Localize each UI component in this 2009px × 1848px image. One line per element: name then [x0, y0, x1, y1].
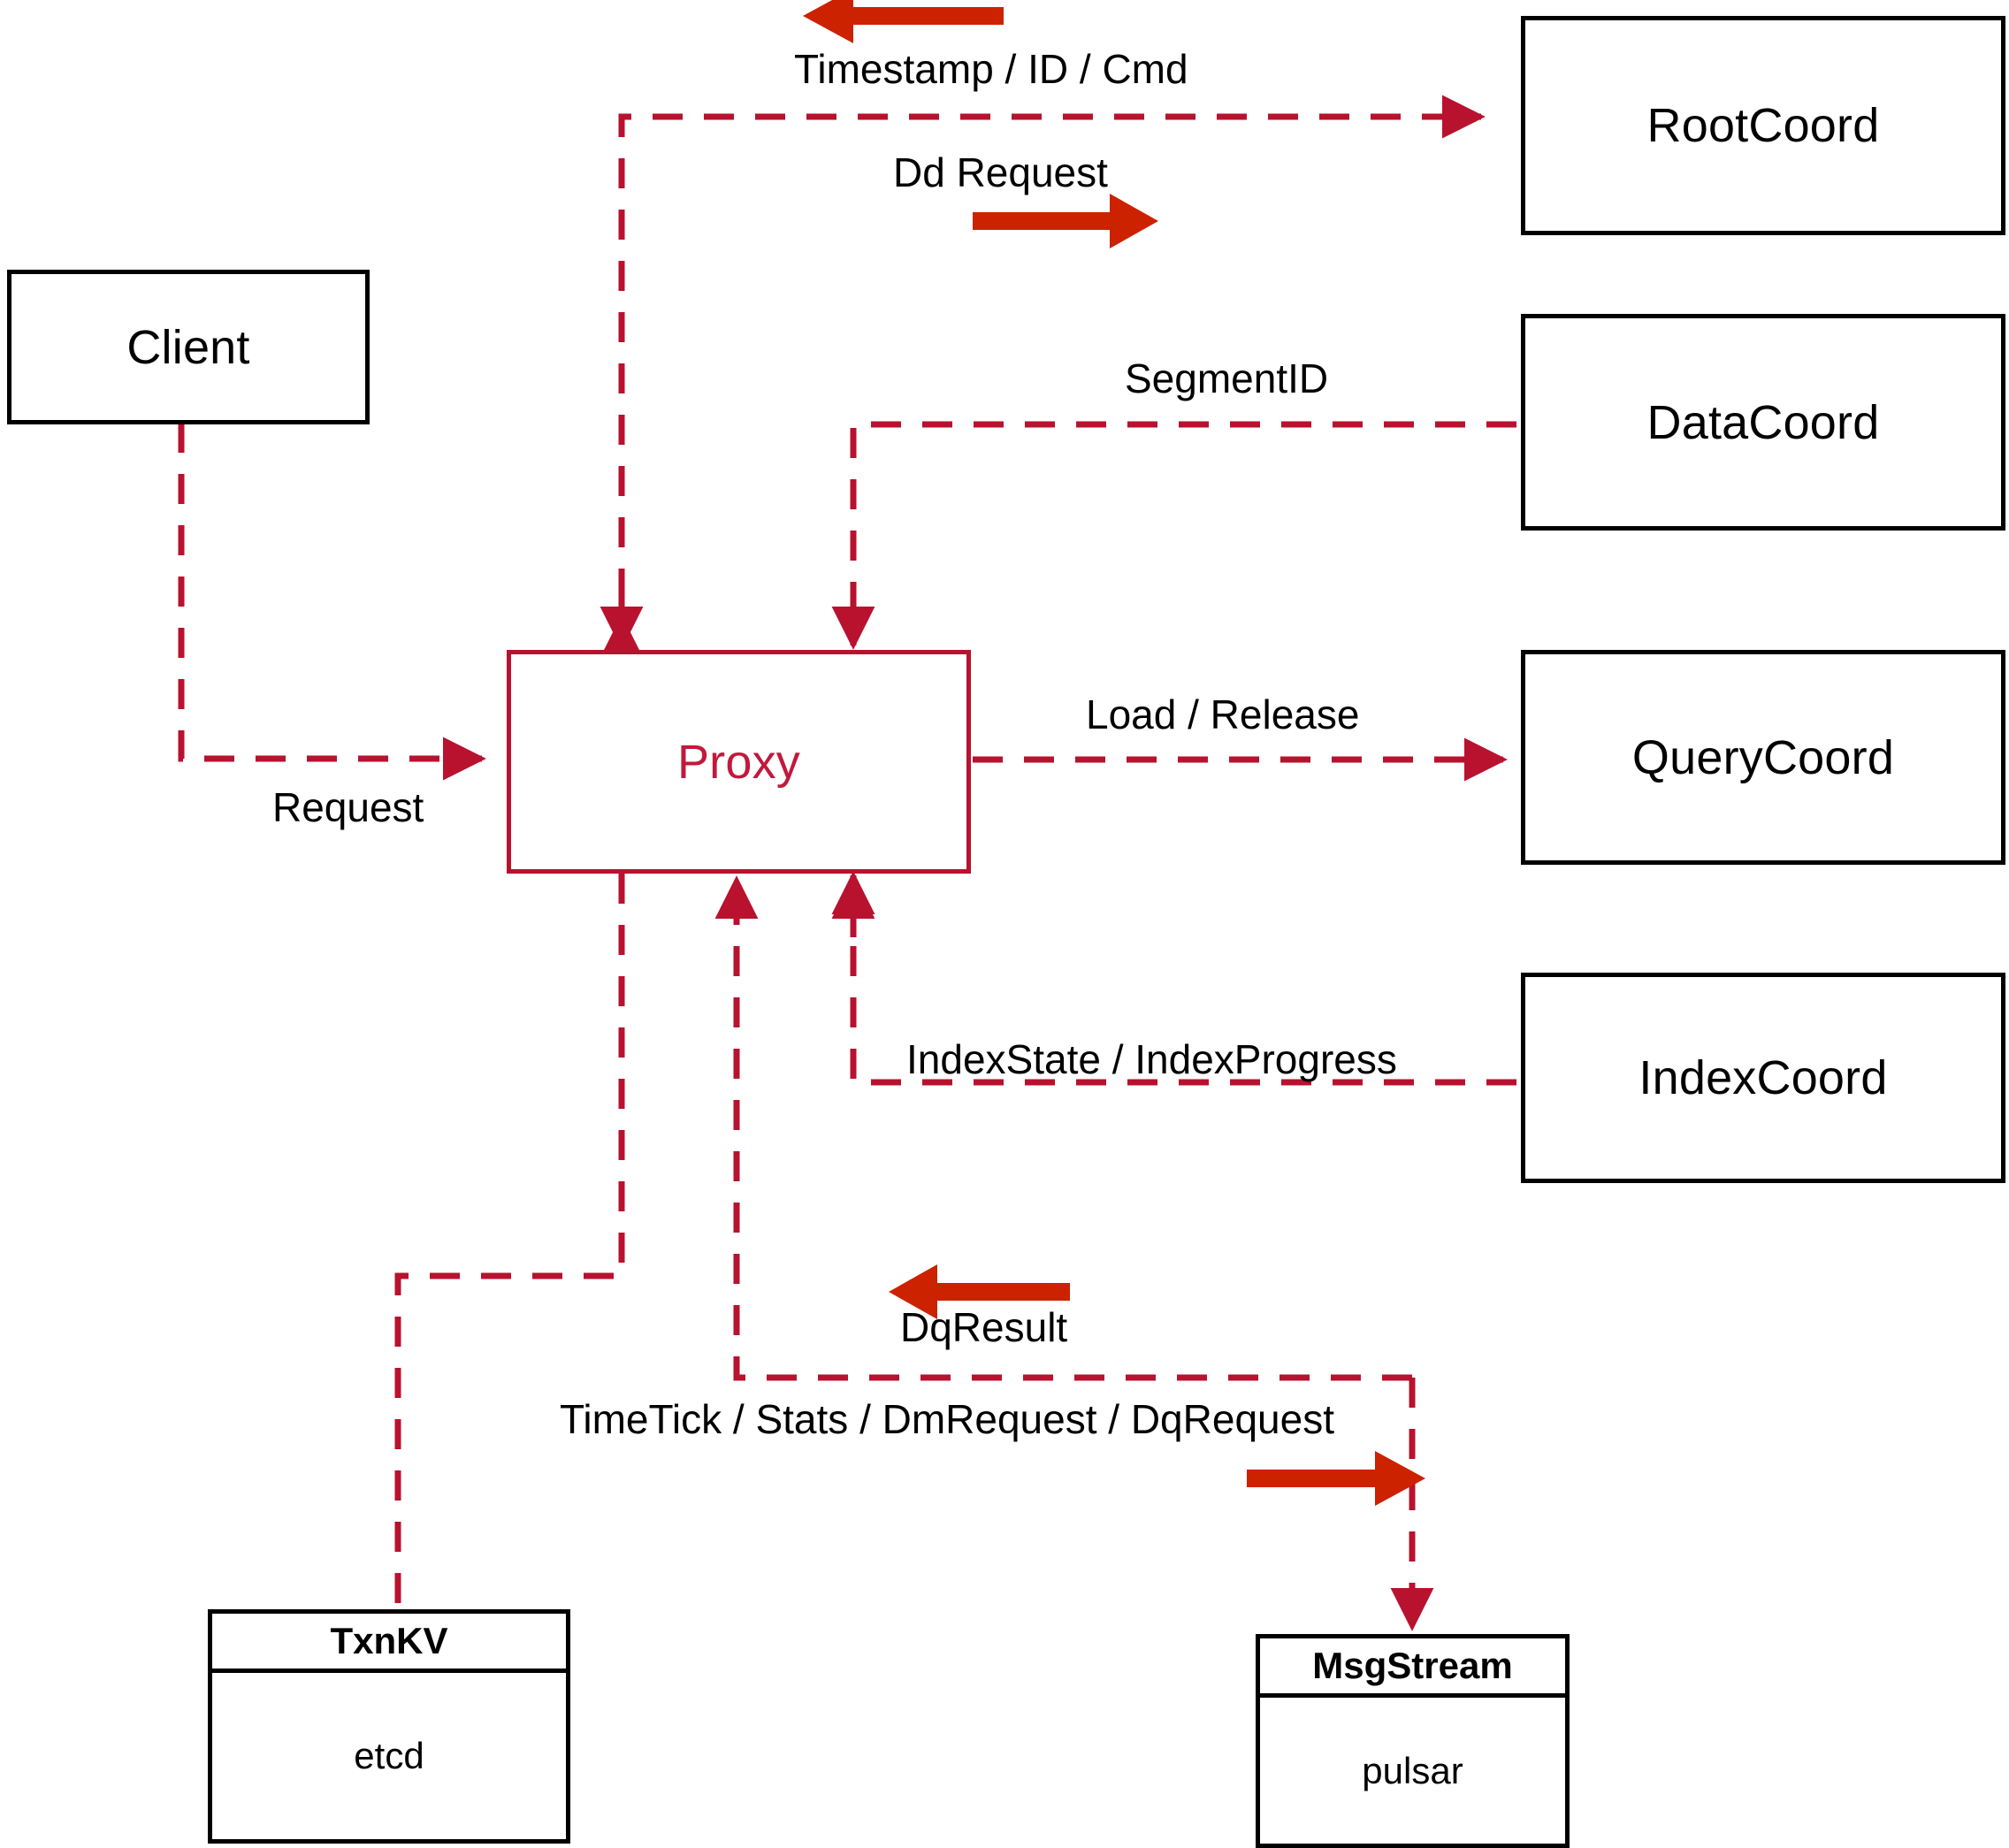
edge-msgstream-to-proxy-dqresult: [714, 875, 1412, 1381]
edge-label-load-release: Load / Release: [1086, 691, 1360, 737]
node-msgstream[interactable]: MsgStream pulsar: [1256, 1634, 1570, 1848]
bold-arrow-timetick-right: [1247, 1451, 1425, 1506]
node-indexcoord[interactable]: IndexCoord: [1521, 973, 2005, 1183]
node-proxy[interactable]: Proxy: [507, 650, 971, 874]
node-msgstream-header: MsgStream: [1260, 1638, 1565, 1698]
node-rootcoord-label: RootCoord: [1646, 99, 1880, 152]
node-rootcoord[interactable]: RootCoord: [1521, 16, 2005, 235]
edge-label-segment-id: SegmentID: [1125, 355, 1329, 401]
bold-arrow-dd-request-right: [973, 194, 1158, 248]
edge-label-dd-request: Dd Request: [893, 149, 1108, 195]
node-txnkv-body: etcd: [354, 1735, 424, 1776]
node-msgstream-body: pulsar: [1362, 1749, 1463, 1791]
edge-indexcoord-to-proxy: [831, 875, 1516, 1086]
node-indexcoord-label: IndexCoord: [1639, 1051, 1888, 1104]
node-txnkv[interactable]: TxnKV etcd: [208, 1609, 570, 1844]
node-txnkv-header: TxnKV: [212, 1614, 566, 1673]
edge-label-timestamp-id-cmd: Timestamp / ID / Cmd: [794, 46, 1188, 92]
node-querycoord-label: QueryCoord: [1631, 730, 1895, 784]
node-proxy-label: Proxy: [676, 735, 801, 789]
edge-label-request: Request: [272, 784, 424, 830]
bold-arrow-dqresult-left: [889, 1264, 1070, 1319]
edge-client-to-proxy: [178, 423, 486, 781]
edge-label-dq-result: DqResult: [900, 1304, 1068, 1350]
node-datacoord-label: DataCoord: [1646, 395, 1880, 449]
node-client[interactable]: Client: [7, 270, 370, 424]
edge-proxy-to-txnkv: [394, 874, 625, 1609]
node-client-label: Client: [126, 320, 250, 374]
edge-proxy-to-rootcoord: [600, 95, 1486, 659]
bold-arrow-timestamp-left: [803, 0, 1004, 43]
edge-datacoord-to-proxy: [831, 421, 1516, 650]
edge-label-index-state-progress: IndexState / IndexProgress: [906, 1036, 1397, 1082]
edge-label-timetick-stats: TimeTick / Stats / DmRequest / DqRequest: [560, 1396, 1334, 1442]
node-querycoord[interactable]: QueryCoord: [1521, 650, 2005, 865]
node-datacoord[interactable]: DataCoord: [1521, 314, 2005, 531]
